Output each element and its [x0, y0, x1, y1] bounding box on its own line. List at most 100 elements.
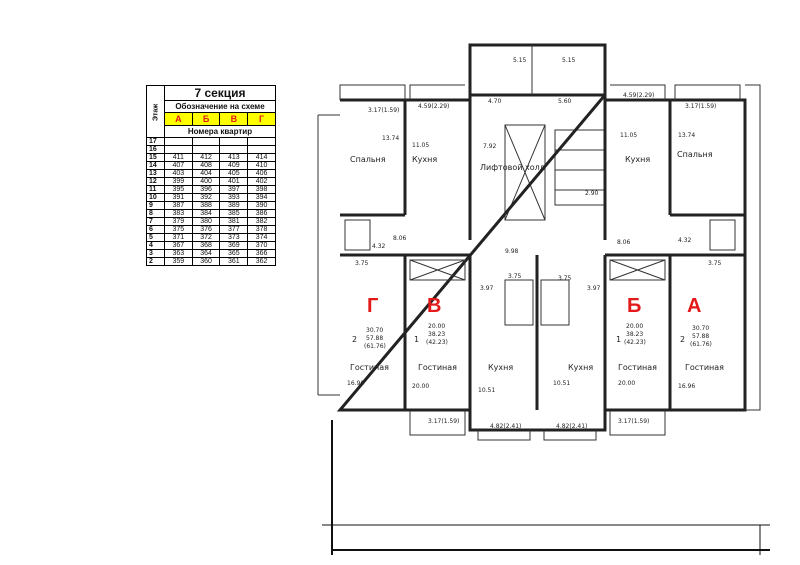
svg-text:4.82(2.41): 4.82(2.41)	[490, 423, 521, 430]
apartment-number: 386	[247, 209, 276, 218]
apartment-number: 410	[247, 161, 276, 170]
apartment-number: 376	[191, 225, 221, 234]
apartment-number: 404	[191, 169, 221, 178]
apartment-number	[191, 145, 221, 154]
apartment-number: 384	[191, 209, 221, 218]
svg-text:2: 2	[352, 335, 357, 344]
svg-text:3.75: 3.75	[558, 275, 572, 282]
living-label: Гостиная	[618, 363, 657, 372]
section-title: 7 секция	[164, 85, 276, 101]
apartment-info-g: 2 30.70 57.88 (61.76)	[352, 327, 386, 350]
svg-text:5.15: 5.15	[513, 57, 527, 64]
svg-text:30.70: 30.70	[692, 325, 709, 332]
floor-number: 10	[146, 193, 165, 202]
svg-text:2.90: 2.90	[585, 190, 599, 197]
apartment-number: 362	[247, 257, 276, 266]
apartment-number: 379	[164, 217, 193, 226]
living-label: Гостиная	[350, 363, 389, 372]
svg-text:4.59(2.29): 4.59(2.29)	[623, 92, 654, 99]
apartment-number: 390	[247, 201, 276, 210]
svg-text:11.05: 11.05	[412, 142, 429, 149]
apartment-number: 408	[191, 161, 221, 170]
apartment-number: 381	[219, 217, 249, 226]
lift-hall-label: Лифтовой холл	[480, 163, 545, 172]
apartment-number: 385	[219, 209, 249, 218]
svg-text:57.88: 57.88	[692, 333, 709, 340]
svg-text:16.96: 16.96	[678, 383, 695, 390]
svg-text:1: 1	[414, 335, 419, 344]
floor-number: 2	[146, 257, 165, 266]
svg-text:(61.76): (61.76)	[690, 341, 712, 348]
floor-header: Этаж	[146, 85, 165, 138]
apartment-number: 411	[164, 153, 193, 162]
floor-number: 6	[146, 225, 165, 234]
kitchen-label: Кухня	[488, 363, 513, 372]
svg-text:20.00: 20.00	[618, 380, 635, 387]
svg-text:9.98: 9.98	[505, 248, 519, 255]
apartment-number: 371	[164, 233, 193, 242]
legend-letter: А	[164, 112, 193, 126]
apartment-number: 400	[191, 177, 221, 186]
svg-text:30.70: 30.70	[366, 327, 383, 334]
bedroom-label: Спальня	[350, 155, 386, 164]
floor-number: 12	[146, 177, 165, 186]
svg-text:2: 2	[680, 335, 685, 344]
apartment-number: 387	[164, 201, 193, 210]
kitchen-label: Кухня	[625, 155, 650, 164]
apartment-number: 360	[191, 257, 221, 266]
svg-text:4.32: 4.32	[372, 243, 386, 250]
apartment-number: 405	[219, 169, 249, 178]
svg-text:3.17(1.59): 3.17(1.59)	[618, 418, 649, 425]
scheme-header: Обозначение на схеме	[164, 100, 276, 113]
apartment-number: 359	[164, 257, 193, 266]
apartment-number: 414	[247, 153, 276, 162]
apartment-letter-b: Б	[627, 295, 641, 317]
apartments-header: Номера квартир	[164, 125, 276, 138]
floor-number: 9	[146, 201, 165, 210]
apartment-number: 365	[219, 249, 249, 258]
apartment-number: 389	[219, 201, 249, 210]
svg-text:3.17(1.59): 3.17(1.59)	[428, 418, 459, 425]
apartment-number: 409	[219, 161, 249, 170]
svg-text:4.32: 4.32	[678, 237, 692, 244]
svg-text:3.75: 3.75	[708, 260, 722, 267]
apartment-number	[219, 137, 249, 146]
apartment-number	[164, 145, 193, 154]
apartment-number: 366	[247, 249, 276, 258]
apartment-number: 412	[191, 153, 221, 162]
svg-text:4.70: 4.70	[488, 98, 502, 105]
svg-text:3.17(1.59): 3.17(1.59)	[368, 107, 399, 114]
svg-text:20.00: 20.00	[626, 323, 643, 330]
svg-text:20.00: 20.00	[412, 383, 429, 390]
kitchen-label: Кухня	[568, 363, 593, 372]
floor-row: 16	[146, 145, 276, 154]
apartment-number: 394	[247, 193, 276, 202]
apartment-number: 368	[191, 241, 221, 250]
apartment-number	[247, 145, 276, 154]
apartment-number: 406	[247, 169, 276, 178]
apartment-number: 364	[191, 249, 221, 258]
svg-text:11.05: 11.05	[620, 132, 637, 139]
apartment-number: 399	[164, 177, 193, 186]
apartment-info-v: 1 20.00 38.23 (42.23)	[414, 323, 448, 346]
floor-number: 7	[146, 217, 165, 226]
floor-number: 16	[146, 145, 165, 154]
apartment-number: 395	[164, 185, 193, 194]
apartment-number: 392	[191, 193, 221, 202]
svg-text:8.06: 8.06	[393, 235, 407, 242]
legend-letter: Б	[191, 112, 221, 126]
apartment-letter-g: Г	[367, 295, 378, 317]
living-label: Гостиная	[685, 363, 724, 372]
svg-text:3.17(1.59): 3.17(1.59)	[685, 103, 716, 110]
svg-text:13.74: 13.74	[382, 135, 399, 142]
apartment-legend-table: Этаж 7 секция Обозначение на схеме А Б В…	[146, 85, 276, 266]
apartment-number: 378	[247, 225, 276, 234]
svg-text:13.74: 13.74	[678, 132, 695, 139]
svg-text:(42.23): (42.23)	[426, 339, 448, 346]
apartment-info-b: 1 20.00 38.23 (42.23)	[616, 323, 646, 346]
